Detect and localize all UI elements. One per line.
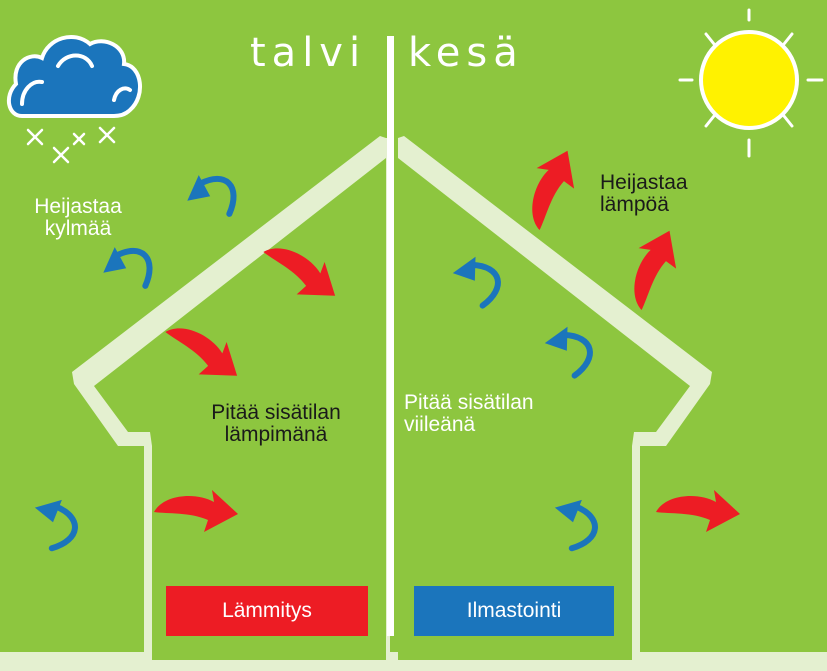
cold-arrow-icon (35, 497, 80, 549)
winter-reflect-line-1: Heijastaa (34, 195, 122, 218)
heat-arrow-icon (620, 223, 687, 317)
summer-keeps-text: Pitää sisätilan viileänä (404, 391, 534, 437)
winter-keeps-line-1: Pitää sisätilan (211, 401, 341, 424)
sun-icon (678, 8, 824, 158)
house-interior-right (398, 158, 690, 660)
summer-keeps-line-1: Pitää sisätilan (404, 391, 534, 414)
winter-title: talvi (250, 30, 367, 76)
cold-arrow-icon (103, 243, 155, 288)
cold-arrow-icon (187, 171, 239, 216)
cloud-snow-icon (6, 34, 143, 164)
cooling-label: Ilmastointi (414, 586, 614, 636)
season-divider (387, 36, 394, 636)
summer-reflect-text: Heijastaa lämpöä (600, 171, 688, 217)
winter-reflect-line-2: kylmää (44, 217, 112, 241)
summer-reflect-line-1: Heijastaa (600, 171, 688, 194)
summer-reflect-line-2: lämpöä (600, 193, 669, 217)
heat-arrow-icon (656, 490, 740, 532)
winter-keeps-line-2: lämpimänä (224, 423, 328, 447)
heat-arrow-icon (518, 143, 585, 237)
heating-label: Lämmitys (166, 586, 368, 636)
summer-title: kesä (408, 30, 524, 76)
winter-keeps-text: Pitää sisätilan lämpimänä (186, 401, 366, 447)
winter-reflect-text: Heijastaa kylmää (8, 195, 148, 241)
summer-keeps-line-2: viileänä (404, 413, 476, 437)
